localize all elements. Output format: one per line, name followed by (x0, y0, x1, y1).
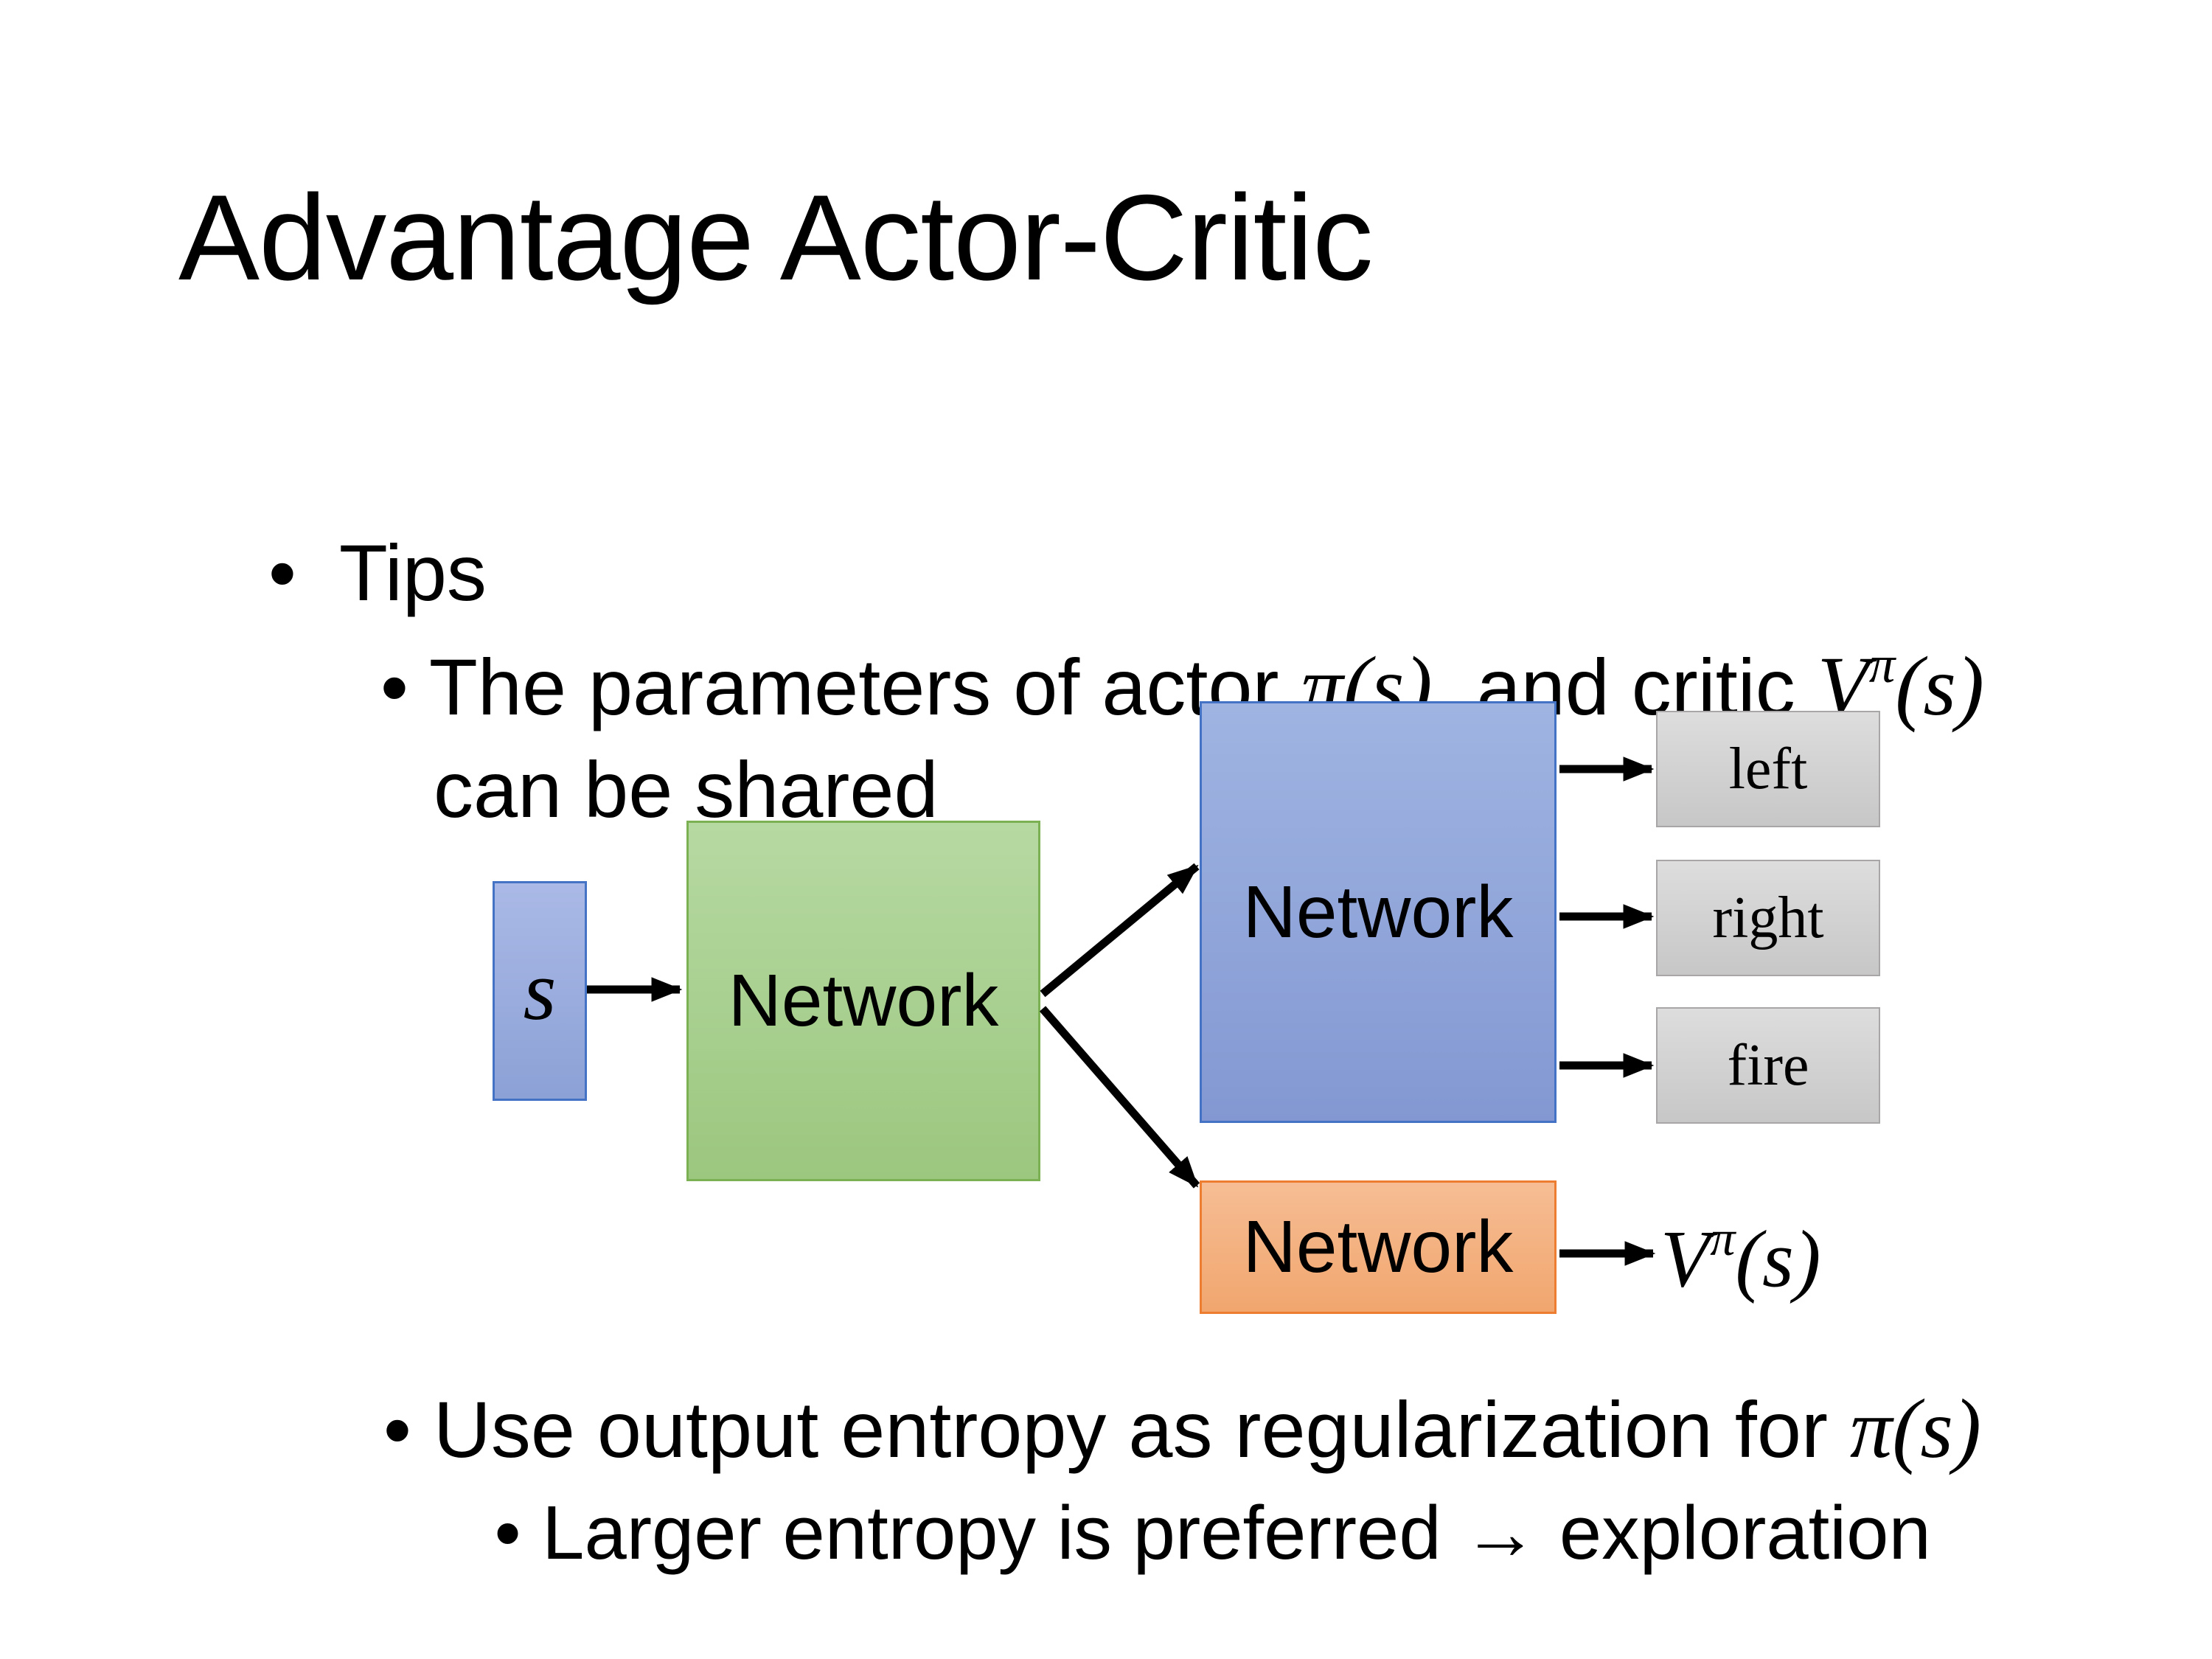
action-right-label: right (1712, 885, 1824, 950)
arrow-shared-to-actor (1040, 863, 1200, 998)
bullet-exploration: • Larger entropy is preferred → explorat… (410, 1419, 1931, 1646)
bullet-dot-icon: • (268, 528, 296, 617)
value-output-base: V (1660, 1214, 1711, 1304)
bullet-parameters-line2: can be shared (345, 670, 939, 909)
bullet-parameters-line1: • The parameters of actor π(s) and criti… (292, 560, 1984, 808)
bullet-dot-icon: • (380, 642, 408, 731)
bullet-dot-icon: • (494, 1490, 521, 1575)
spacer (521, 1490, 543, 1575)
critic-network-box: Network (1200, 1180, 1557, 1314)
action-box-left: left (1656, 711, 1880, 827)
bullet-tips: • Tips (180, 453, 487, 692)
arrow-shared-to-critic (1039, 1006, 1200, 1189)
shared-network-label: Network (728, 959, 999, 1042)
action-left-label: left (1728, 736, 1808, 801)
value-output-args: (s) (1735, 1214, 1821, 1304)
value-output-sup: π (1710, 1210, 1736, 1266)
value-output-text: Vπ(s) (1660, 1213, 1820, 1299)
entropy-text-pre: Use output entropy as regularization for (433, 1385, 1850, 1474)
parameters-text-pre: The parameters of actor (428, 642, 1301, 731)
tips-label: Tips (338, 528, 487, 617)
critic-value-args: (s) (1895, 639, 1985, 733)
state-input-box: s (493, 881, 587, 1101)
critic-value-sup: π (1868, 636, 1896, 694)
bullet-entropy: • Use output entropy as regularization f… (295, 1307, 1981, 1551)
action-fire-label: fire (1727, 1032, 1809, 1098)
entropy-policy-math: π(s) (1849, 1382, 1982, 1475)
actor-network-label: Network (1242, 870, 1514, 953)
parameters-text-line2: can be shared (434, 745, 939, 834)
shared-network-box: Network (686, 821, 1040, 1181)
action-box-fire: fire (1656, 1007, 1880, 1124)
state-label: s (523, 944, 557, 1037)
bullet-dot-icon: • (383, 1385, 411, 1474)
action-box-right: right (1656, 860, 1880, 976)
exploration-text: Larger entropy is preferred → exploratio… (542, 1490, 1931, 1575)
critic-network-label: Network (1242, 1206, 1514, 1288)
actor-network-box: Network (1200, 701, 1557, 1123)
page-title: Advantage Actor-Critic (178, 170, 1374, 305)
